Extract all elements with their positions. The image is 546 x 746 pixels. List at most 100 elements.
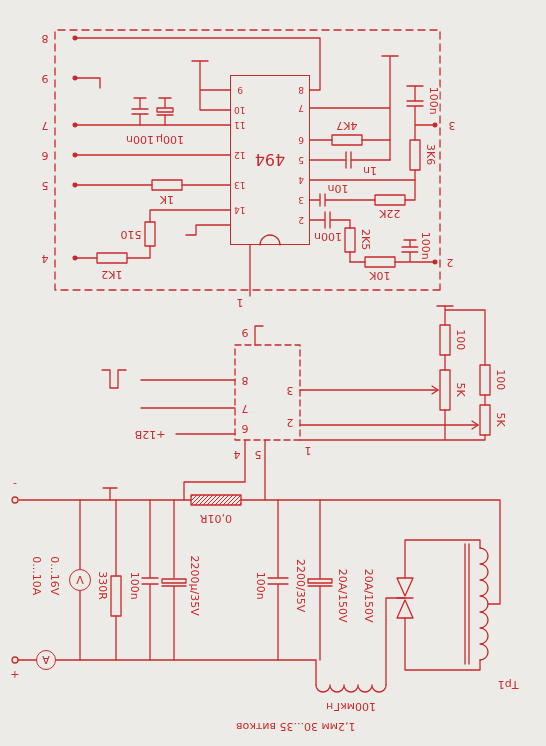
node-text: A	[42, 654, 50, 667]
component-label: 1n	[362, 164, 378, 177]
ground-symbol	[103, 488, 117, 500]
component-label: 510	[120, 228, 143, 241]
component-label: 11	[233, 120, 246, 130]
component-label: 14	[233, 205, 246, 215]
component-label: 2	[446, 256, 455, 269]
wire	[386, 598, 405, 685]
ground-wire	[310, 56, 398, 160]
component-label: 100µ	[155, 133, 185, 146]
wire	[184, 440, 265, 500]
capacitor-symbol	[308, 500, 332, 660]
node-text: V	[76, 574, 84, 587]
component-label: 3	[286, 384, 295, 397]
component-label: 5K	[454, 382, 467, 398]
resistor-symbol	[332, 135, 362, 145]
wire	[310, 139, 390, 140]
wire	[115, 500, 116, 660]
wire	[141, 326, 263, 434]
component-label: 7	[41, 119, 50, 132]
component-label: 4	[233, 448, 242, 461]
terminal	[12, 497, 18, 503]
resistor-symbol	[480, 365, 490, 395]
potentiometer-symbol	[480, 405, 490, 435]
component-label: 2200/35V	[294, 559, 307, 614]
capacitor-plate	[162, 579, 186, 583]
component-label: 1K	[159, 193, 175, 206]
component-label: 100n	[419, 231, 432, 261]
component-label: 5	[254, 448, 263, 461]
component-label: 4K7	[335, 119, 358, 132]
component-label: 10K	[368, 269, 391, 282]
ground-wire	[192, 61, 230, 110]
resistor-symbol	[410, 140, 420, 170]
component-label: 5	[297, 155, 305, 165]
component-label: 8	[41, 32, 50, 45]
component-label: 3	[297, 195, 305, 205]
component-label: 6	[297, 135, 305, 145]
resistor-symbol	[365, 257, 395, 267]
component-label: 0,01R	[199, 512, 233, 525]
transformer-winding	[480, 548, 488, 660]
resistor-symbol	[345, 228, 355, 252]
component-label: 4	[297, 175, 305, 185]
component-label: 20А/150V	[336, 568, 349, 624]
resistor-symbol	[97, 253, 127, 263]
resistor-symbol	[145, 222, 155, 246]
component-label: 100n	[128, 571, 141, 601]
wire	[310, 179, 415, 180]
component-label: 1K2	[100, 268, 123, 281]
component-label: 9	[41, 72, 50, 85]
component-label: +	[9, 668, 20, 681]
component-label: 13	[233, 180, 246, 190]
resistor-symbol	[440, 325, 450, 355]
capacitor-symbol	[132, 98, 148, 125]
component-label: 4	[41, 252, 50, 265]
potentiometer-symbol	[440, 370, 450, 410]
terminal	[12, 657, 18, 663]
inductor-symbol	[316, 685, 386, 692]
resistor-symbol	[111, 576, 121, 616]
component-label: 9	[236, 85, 244, 95]
component-label: 20А/150V	[362, 568, 375, 624]
component-label: 100n	[427, 86, 440, 116]
capacitor-symbol	[310, 152, 390, 168]
component-label: 330R	[96, 571, 109, 602]
positive-rail	[18, 660, 316, 685]
board-outline	[55, 30, 440, 290]
ammeter-circle: A	[36, 650, 56, 670]
component-label: 12	[233, 150, 246, 160]
component-label: 9	[241, 326, 250, 339]
component-label: Тр1	[497, 678, 520, 691]
component-label: 2K5	[359, 229, 372, 252]
component-label: 8	[241, 374, 250, 387]
component-label: 100n	[125, 133, 155, 146]
component-label: 2	[286, 416, 295, 429]
component-label: 5K	[494, 412, 507, 428]
wire	[75, 210, 250, 296]
component-label: 8	[297, 85, 305, 95]
component-label: 22K	[378, 207, 401, 220]
component-label: 100мкГн	[325, 700, 377, 713]
component-label: 100n	[254, 571, 267, 601]
component-label: 2200µ/35V	[188, 555, 201, 617]
shunt-resistor	[191, 495, 241, 505]
capacitor-symbol	[157, 98, 173, 125]
component-label: 1,2мм 30...35 витков	[235, 720, 356, 733]
resistor-symbol	[375, 195, 405, 205]
negative-rail	[19, 500, 500, 604]
component-label: 6	[41, 149, 50, 162]
component-label: 7	[241, 402, 250, 415]
transformer-core	[465, 544, 469, 664]
component-label: 100n	[313, 230, 343, 243]
component-label: -	[12, 478, 18, 491]
wire	[437, 306, 485, 405]
wire	[310, 86, 435, 206]
wire	[75, 38, 320, 155]
capacitor-plate	[157, 108, 173, 112]
component-label: 2	[297, 215, 305, 225]
component-label: +12В	[134, 428, 167, 441]
capacitor-symbol	[268, 500, 288, 660]
capacitor-plate	[308, 579, 332, 583]
